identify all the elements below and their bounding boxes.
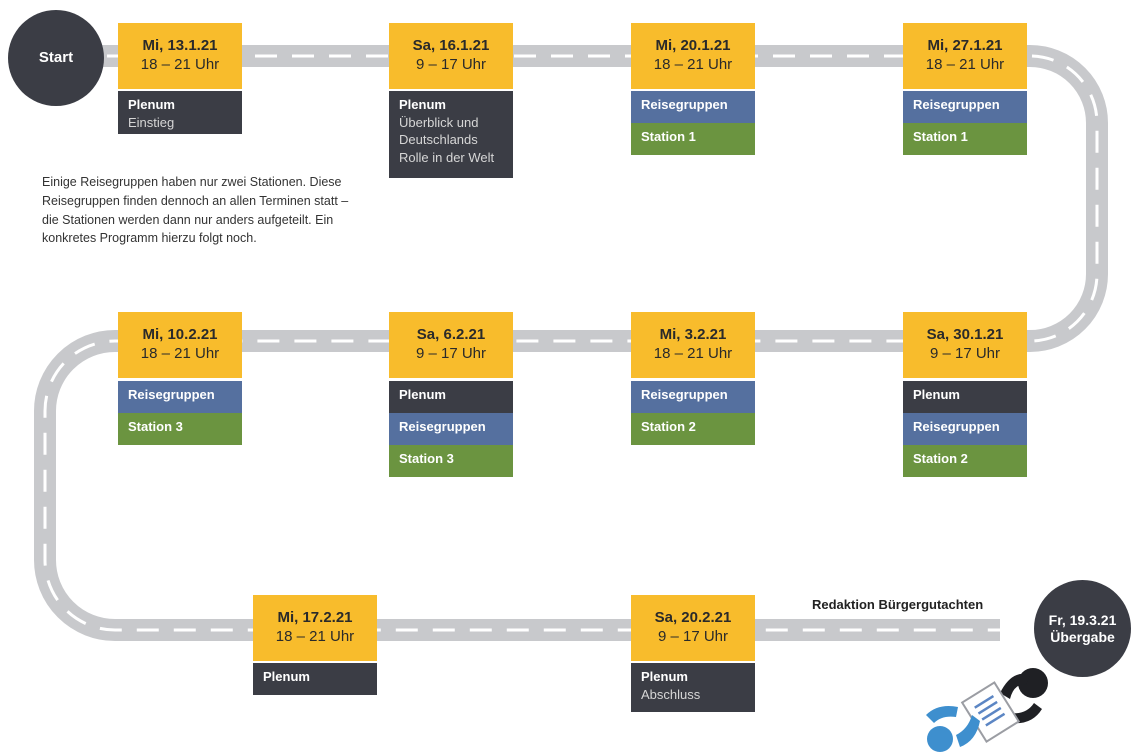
session-date-box: Mi, 20.1.21 18 – 21 Uhr — [631, 23, 755, 89]
session-day: Mi, 3.2.21 — [659, 326, 727, 344]
plenum-block: Plenum — [903, 381, 1027, 413]
session-time: 18 – 21 Uhr — [653, 56, 733, 73]
block-subtitle: Abschluss — [641, 686, 701, 702]
session-date-box: Mi, 13.1.21 18 – 21 Uhr — [118, 23, 242, 89]
session-time: 18 – 21 Uhr — [140, 345, 220, 362]
station-block: Station 3 — [389, 445, 513, 477]
session-day: Sa, 30.1.21 — [926, 326, 1004, 344]
block-title: Reisegruppen — [913, 97, 1000, 112]
block-title: Plenum — [399, 387, 446, 402]
session-date-box: Sa, 16.1.21 9 – 17 Uhr — [389, 23, 513, 89]
session-time: 18 – 21 Uhr — [140, 56, 220, 73]
block-title: Reisegruppen — [128, 387, 215, 402]
reisegruppen-block: Reisegruppen — [631, 91, 755, 123]
session-date-box: Sa, 20.2.21 9 – 17 Uhr — [631, 595, 755, 661]
block-title: Reisegruppen — [641, 97, 728, 112]
block-subtitle: Überblick und Deutschlands Rolle in der … — [399, 114, 495, 165]
block-title: Reisegruppen — [399, 419, 486, 434]
block-subtitle: Einstieg — [128, 114, 175, 130]
session-date-box: Mi, 17.2.21 18 – 21 Uhr — [253, 595, 377, 661]
start-circle: Start — [8, 10, 104, 106]
block-title: Plenum — [641, 669, 688, 684]
session-time: 9 – 17 Uhr — [657, 628, 729, 645]
block-title: Station 2 — [913, 451, 968, 466]
block-title: Plenum — [399, 97, 446, 112]
session-date-box: Mi, 27.1.21 18 – 21 Uhr — [903, 23, 1027, 89]
session-day: Sa, 16.1.21 — [412, 37, 490, 55]
station-block: Station 1 — [903, 123, 1027, 155]
block-title: Station 2 — [641, 419, 696, 434]
session-time: 9 – 17 Uhr — [415, 345, 487, 362]
reisegruppen-block: Reisegruppen — [903, 413, 1027, 445]
session-day: Mi, 20.1.21 — [655, 37, 731, 55]
handover-hands-icon — [926, 668, 1048, 752]
session-date-box: Sa, 30.1.21 9 – 17 Uhr — [903, 312, 1027, 378]
station-block: Station 3 — [118, 413, 242, 445]
plenum-block: Plenum — [389, 381, 513, 413]
start-label: Start — [38, 49, 74, 66]
plenum-block: Plenum Überblick und Deutschlands Rolle … — [389, 91, 513, 178]
note-text: Einige Reisegruppen haben nur zwei Stati… — [42, 175, 349, 246]
station-block: Station 2 — [903, 445, 1027, 477]
session-day: Mi, 17.2.21 — [277, 609, 353, 627]
block-title: Station 3 — [399, 451, 454, 466]
station-block: Station 2 — [631, 413, 755, 445]
plenum-block: Plenum Einstieg — [118, 91, 242, 134]
block-title: Station 1 — [641, 129, 696, 144]
block-title: Reisegruppen — [913, 419, 1000, 434]
session-time: 18 – 21 Uhr — [653, 345, 733, 362]
end-label: Übergabe — [1050, 628, 1115, 645]
session-time: 18 – 21 Uhr — [275, 628, 355, 645]
session-day: Mi, 10.2.21 — [142, 326, 218, 344]
reisegruppen-block: Reisegruppen — [631, 381, 755, 413]
reisegruppen-block: Reisegruppen — [389, 413, 513, 445]
session-time: 9 – 17 Uhr — [415, 56, 487, 73]
block-title: Plenum — [913, 387, 960, 402]
session-date-box: Mi, 3.2.21 18 – 21 Uhr — [631, 312, 755, 378]
block-title: Station 3 — [128, 419, 183, 434]
session-date-box: Mi, 10.2.21 18 – 21 Uhr — [118, 312, 242, 378]
redaktion-label: Redaktion Bürgergutachten — [812, 597, 984, 612]
block-title: Plenum — [263, 669, 310, 684]
plenum-block: Plenum Abschluss — [631, 663, 755, 712]
session-time: 18 – 21 Uhr — [925, 56, 1005, 73]
end-circle: Fr, 19.3.21 Übergabe — [1034, 580, 1131, 677]
reisegruppen-block: Reisegruppen — [118, 381, 242, 413]
block-title: Plenum — [128, 97, 175, 112]
session-date-box: Sa, 6.2.21 9 – 17 Uhr — [389, 312, 513, 378]
session-day: Mi, 13.1.21 — [142, 37, 218, 55]
station-block: Station 1 — [631, 123, 755, 155]
session-day: Sa, 20.2.21 — [654, 609, 732, 627]
end-date: Fr, 19.3.21 — [1048, 611, 1117, 628]
session-day: Mi, 27.1.21 — [927, 37, 1003, 55]
block-title: Station 1 — [913, 129, 968, 144]
block-title: Reisegruppen — [641, 387, 728, 402]
session-time: 9 – 17 Uhr — [929, 345, 1001, 362]
reisegruppen-block: Reisegruppen — [903, 91, 1027, 123]
plenum-block: Plenum — [253, 663, 377, 695]
session-day: Sa, 6.2.21 — [416, 326, 486, 344]
